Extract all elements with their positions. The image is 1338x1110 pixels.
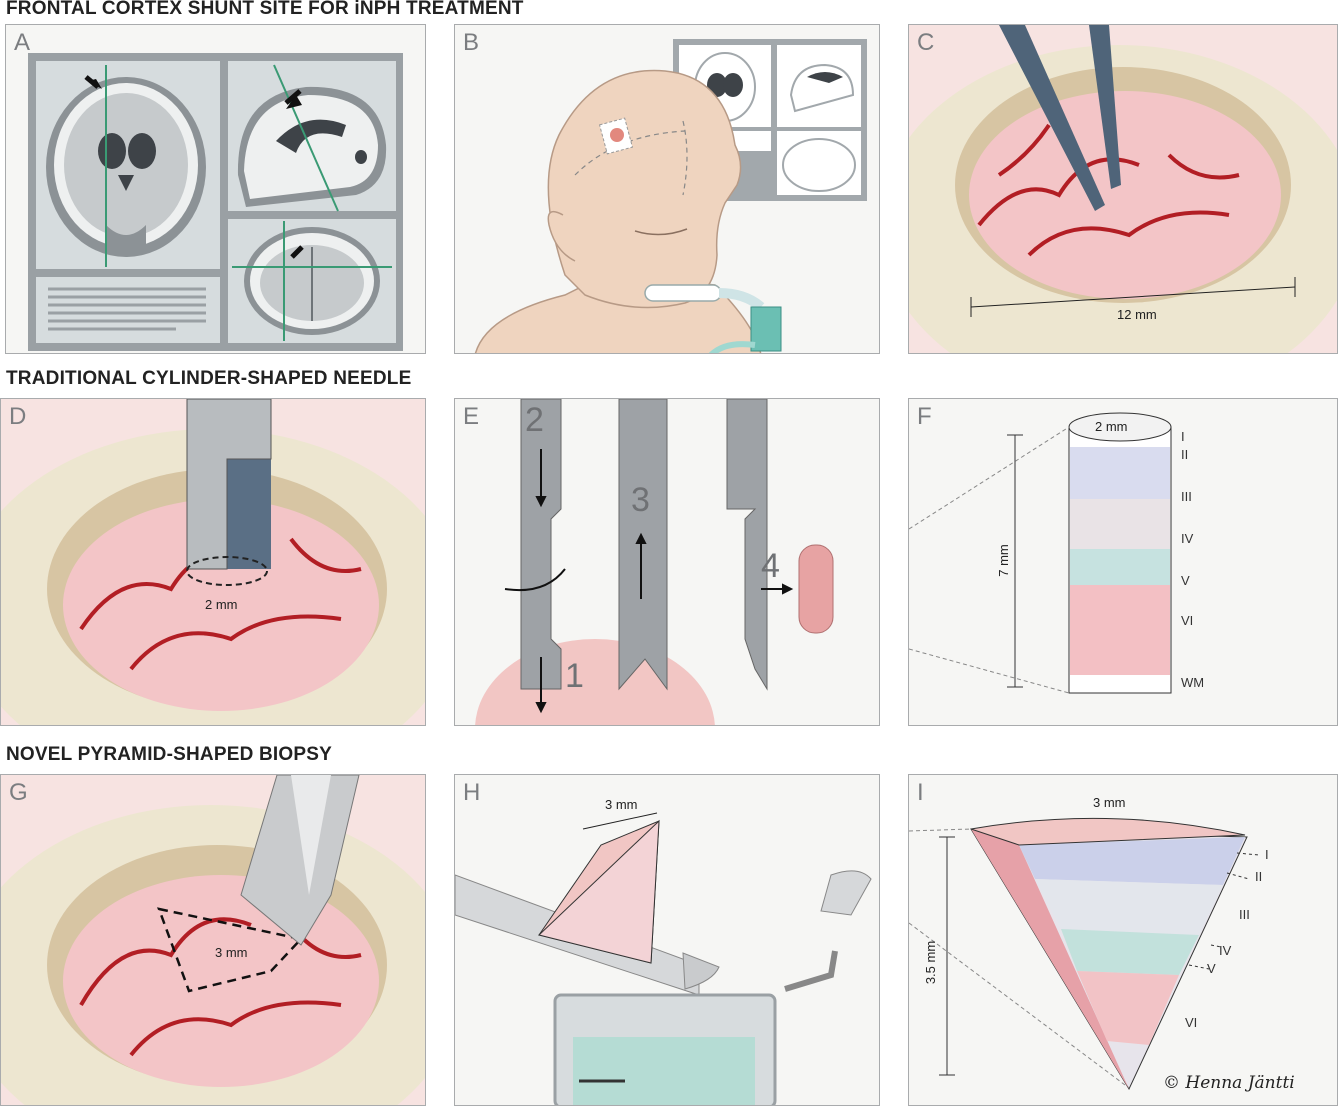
panel-g-label: G [9,779,28,806]
step-2: 2 [525,401,544,439]
panel-i-pyramid-layers: I 3 mm 3.5 mm I II III IV V VI © Henna J… [908,774,1338,1106]
mri-illustration [28,53,403,351]
pyr-layer-iv: IV [1219,943,1232,958]
cylinder-biopsy-illustration [1,399,425,725]
forceps-holder-icon [784,870,872,992]
layer-i: I [1181,429,1185,444]
patient-head [474,69,762,353]
panel-i-depth: 3.5 mm [923,940,939,985]
panel-i-label: I [917,779,924,806]
panel-f-label: F [917,403,932,430]
section-title-frontal: FRONTAL CORTEX SHUNT SITE FOR iNPH TREAT… [6,0,524,19]
panel-d-measure: 2 mm [205,597,238,612]
panel-i-width: 3 mm [1093,795,1126,810]
pyr-layer-v: V [1207,961,1216,976]
panel-g-pyramid-cut: G 3 mm [0,774,426,1106]
blade-icon [240,775,360,946]
layer-iv: IV [1181,531,1194,546]
step-3: 3 [631,481,650,519]
illustrator-credit: © Henna Jäntti [1163,1073,1295,1093]
panel-h-pyramid-sample: H 3 mm [454,774,880,1106]
panel-d-cylinder: D 2 mm [0,398,426,726]
pyr-layer-i: I [1265,847,1269,862]
panel-d-label: D [9,403,27,430]
layer-ii: II [1181,447,1189,462]
section-title-cylinder: TRADITIONAL CYLINDER-SHAPED NEEDLE [6,368,412,389]
panel-e-steps: E 2 3 4 1 [454,398,880,726]
panel-a-mri: A [5,24,426,354]
panel-b-patient: B [454,24,880,354]
needle-steps-illustration [475,399,834,725]
panel-e-label: E [463,403,480,430]
panel-a-label: A [14,29,31,56]
panel-f-cylinder-layers: F 2 mm 7 mm I II III IV V VI WM [908,398,1338,726]
cylinder-needle-icon [186,399,272,586]
coronal-brain-icon [46,77,206,257]
craniotomy-illustration [909,25,1337,353]
axial-brain-icon [244,227,380,335]
pyramid-cut-illustration [1,775,425,1105]
section-title-pyramid: NOVEL PYRAMID-SHAPED BIOPSY [6,744,332,765]
cylinder-layers-illustration [909,412,1172,694]
panel-c-measure: 12 mm [1117,307,1157,322]
panel-h-label: H [463,779,481,806]
panel-c-craniotomy: C 12 mm [908,24,1338,354]
panel-f-depth: 7 mm [995,544,1011,577]
pyramid-sample-illustration [455,812,872,1105]
patient-illustration [474,39,867,353]
layer-iii: III [1181,489,1192,504]
layer-vi: VI [1181,613,1194,628]
pyr-layer-iii: III [1239,907,1250,922]
step-4: 4 [761,547,780,585]
pyramid-layers-illustration [909,817,1260,1091]
panel-g-measure: 3 mm [215,945,248,960]
panel-c-label: C [917,29,935,56]
layer-wm: WM [1181,675,1205,690]
panel-b-label: B [463,29,480,56]
layer-v: V [1181,573,1190,588]
pyr-layer-vi: VI [1185,1015,1198,1030]
panel-h-measure: 3 mm [605,797,638,812]
vessels [977,123,1240,257]
panel-f-width: 2 mm [1095,419,1128,434]
forceps-icon [999,25,1121,211]
step-1: 1 [565,657,584,695]
breathing-tube [644,284,782,353]
pyr-layer-ii: II [1255,869,1263,884]
